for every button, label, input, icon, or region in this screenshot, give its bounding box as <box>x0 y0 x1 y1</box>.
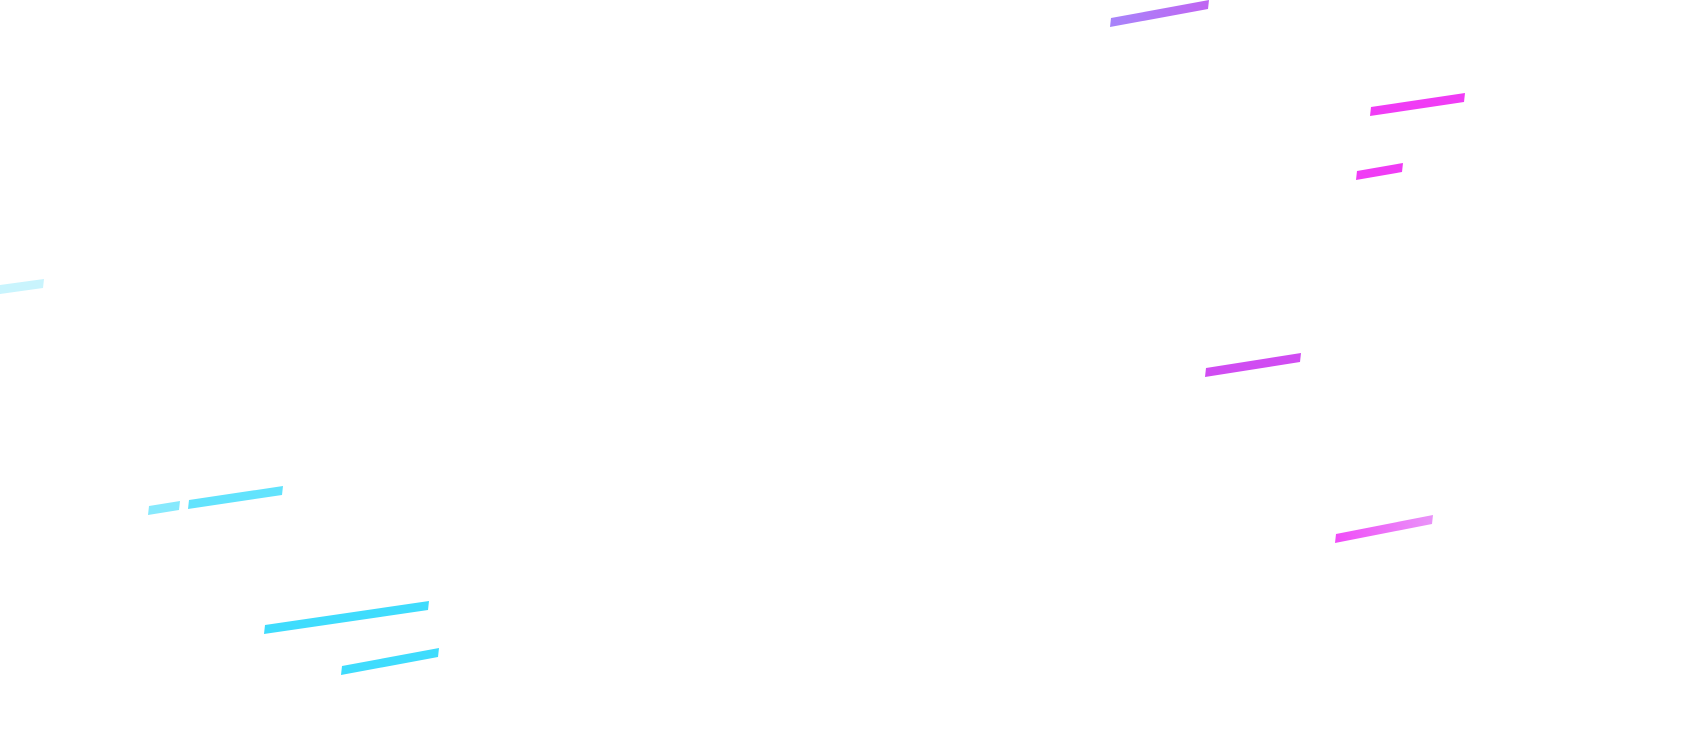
streak-cyan-long <box>264 601 429 634</box>
streak-cyan-light-short <box>148 501 180 515</box>
streak-violet-top <box>1110 0 1209 27</box>
streak-pink <box>1335 515 1433 543</box>
streak-cyan-mid <box>188 486 283 509</box>
streak-magenta-2 <box>1356 163 1403 180</box>
streak-cyan-bottom <box>341 648 439 675</box>
streak-purple-magenta <box>1205 353 1301 377</box>
streak-magenta-1 <box>1370 93 1465 116</box>
streak-cyan-pale <box>0 279 44 294</box>
